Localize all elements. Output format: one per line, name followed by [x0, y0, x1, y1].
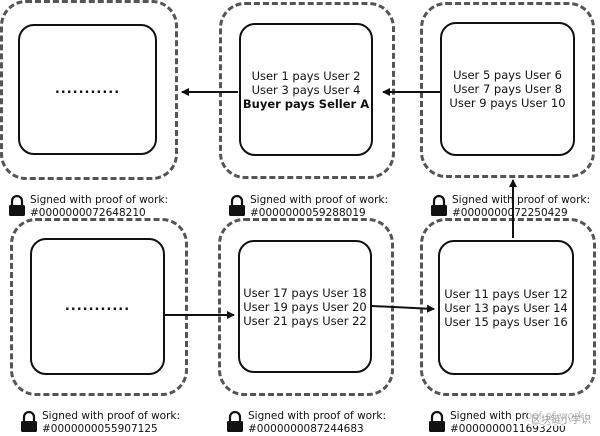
signature-hash: #0000000059288019 [250, 207, 366, 219]
block-bottom-middle: User 17 pays User 18 User 19 pays User 2… [238, 240, 372, 373]
padlock-icon [227, 411, 243, 432]
watermark-text: 区块链小学识 [528, 411, 594, 426]
block-container-bottom-left [10, 218, 188, 396]
signature-label: Signed with proof of work: [248, 410, 387, 422]
block-top-left: ........... [18, 24, 157, 155]
signature-label: Signed with proof of work: [42, 410, 181, 422]
transaction-line: User 5 pays User 6 [453, 68, 562, 82]
signature-hash: #0000000011693200 [450, 423, 566, 435]
signature-hash: #0000000072250429 [452, 207, 568, 219]
transaction-line: User 19 pays User 20 [243, 299, 367, 314]
transaction-line: User 1 pays User 2 [251, 68, 361, 83]
block-placeholder: ........... [64, 298, 131, 314]
block-container-top-left [0, 0, 178, 180]
transaction-line: User 3 pays User 4 [251, 82, 361, 97]
signature-hash: #0000000055907125 [42, 423, 158, 435]
transaction-line-highlight: Buyer pays Seller A [242, 96, 370, 111]
block-bottom-right: User 11 pays User 12 User 13 pays User 1… [438, 240, 574, 375]
block-bottom-left: ........... [30, 238, 165, 375]
padlock-icon [431, 195, 447, 216]
transaction-line: User 21 pays User 22 [243, 313, 367, 328]
transaction-line: User 11 pays User 12 [444, 286, 568, 301]
signature-hash: #0000000087244683 [248, 423, 364, 435]
signature-hash: #0000000072648210 [30, 207, 146, 219]
transaction-line: User 13 pays User 14 [444, 300, 568, 315]
block-container-top-middle [219, 2, 395, 179]
transaction-line: User 7 pays User 8 [453, 82, 562, 96]
padlock-icon [21, 411, 37, 432]
block-top-middle: User 1 pays User 2 User 3 pays User 4 Bu… [239, 23, 373, 156]
block-placeholder: ........... [54, 81, 121, 97]
padlock-icon [429, 411, 445, 432]
transaction-line: User 9 pays User 10 [449, 96, 566, 110]
block-top-right: User 5 pays User 6 User 7 pays User 8 Us… [440, 22, 575, 156]
transaction-line: User 17 pays User 18 [243, 285, 367, 300]
signature-label: Signed with proof of work: [452, 194, 591, 206]
block-container-top-right [420, 2, 595, 178]
signature-label: Signed with proof of work: [250, 194, 389, 206]
transaction-line: User 15 pays User 16 [444, 314, 568, 329]
padlock-icon [229, 195, 245, 216]
signature-label: Signed with proof of work: [30, 194, 169, 206]
padlock-icon [9, 195, 25, 216]
